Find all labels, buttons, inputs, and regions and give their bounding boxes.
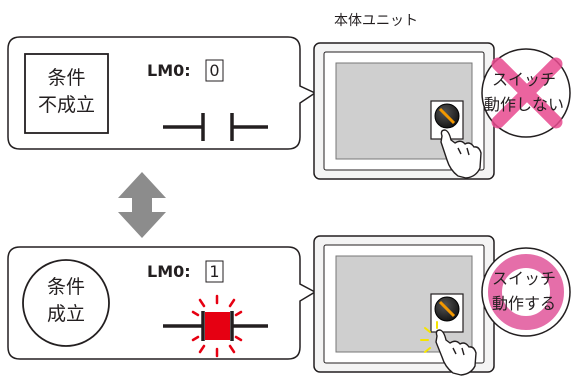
condition-line-2-bottom: 成立 (47, 303, 85, 325)
open-contact-symbol (163, 113, 268, 141)
cross-mark-icon (491, 57, 563, 129)
circle-mark-icon (488, 254, 564, 330)
result-line-1-bottom: スイッチ (492, 269, 556, 288)
device-label: LM0: (147, 61, 191, 80)
condition-line-1-bottom: 条件 (47, 276, 85, 298)
condition-line-1: 条件 (47, 67, 85, 89)
condition-box (24, 53, 109, 134)
result-line-1-top: スイッチ (492, 70, 556, 89)
device-value-box-bottom (205, 260, 224, 283)
condition-line-2: 不成立 (38, 94, 95, 116)
press-highlight-icon (420, 321, 438, 353)
device-value-bottom: 1 (209, 262, 219, 281)
result-line-2-top: 動作しない (484, 95, 564, 114)
condition-circle (22, 259, 110, 347)
pressing-hand-icon-bottom (435, 329, 477, 376)
pressing-hand-icon-top (440, 129, 482, 179)
closed-contact-symbol (163, 294, 268, 358)
switch-button-bottom[interactable] (430, 293, 464, 333)
result-line-2-bottom: 動作する (492, 294, 556, 313)
double-arrow-icon (118, 172, 166, 238)
main-unit-label: 本体ユニット (334, 13, 418, 29)
device-value-box (205, 59, 224, 82)
device-label-bottom: LM0: (147, 262, 191, 281)
device-value: 0 (209, 61, 219, 80)
